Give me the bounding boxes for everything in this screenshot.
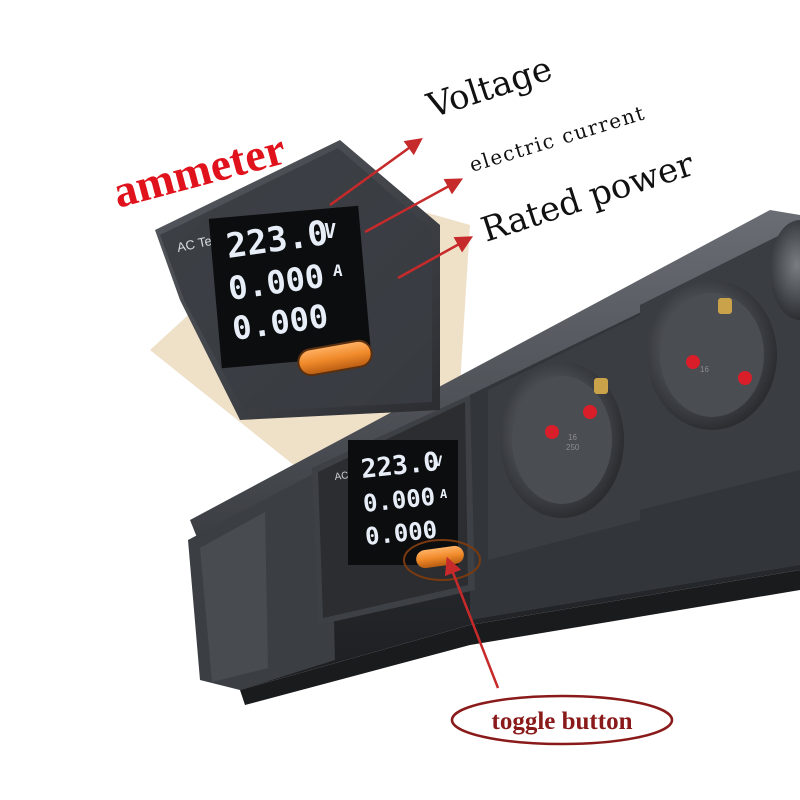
current-unit: A bbox=[333, 261, 343, 280]
schuko-socket-icon: 16 bbox=[640, 230, 800, 510]
meter-zoom: AC Tester 223.0 V 0.000 A 0.000 bbox=[155, 140, 440, 420]
voltage-unit: V bbox=[434, 454, 443, 470]
schuko-socket-icon bbox=[770, 220, 800, 320]
label-toggle-button: toggle button bbox=[492, 708, 633, 735]
svg-text:250: 250 bbox=[566, 443, 580, 452]
svg-text:16: 16 bbox=[568, 433, 577, 442]
toggle-button-icon bbox=[297, 339, 373, 377]
schuko-socket-icon: 16 250 bbox=[488, 315, 640, 560]
meter-module: AC Tester 223.0 V 0.000 A 0.000 bbox=[312, 395, 481, 625]
current-unit: A bbox=[440, 487, 448, 501]
toggle-label-oval bbox=[450, 694, 674, 746]
label-voltage: Voltage bbox=[421, 49, 557, 127]
arrow-right-icon bbox=[329, 137, 500, 689]
svg-text:16: 16 bbox=[700, 365, 709, 374]
voltage-unit: V bbox=[324, 219, 336, 243]
